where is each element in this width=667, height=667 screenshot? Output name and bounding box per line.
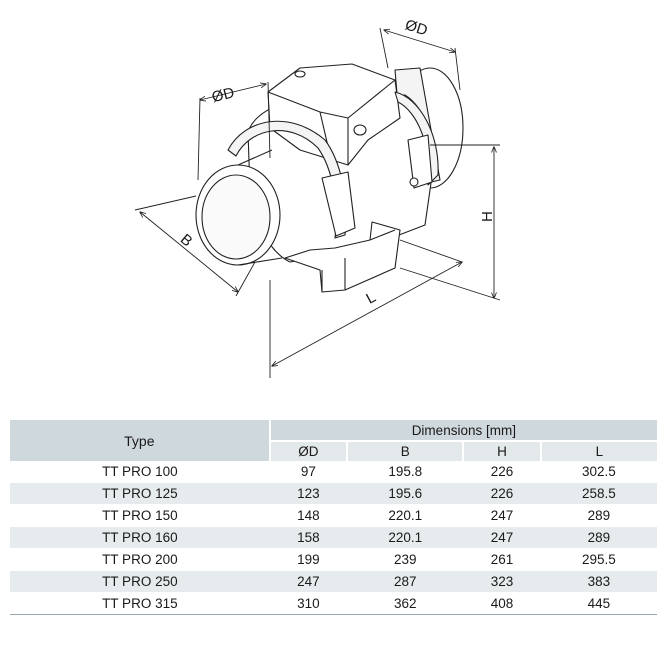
l-dimension [272, 262, 462, 366]
od-top-extension-a [379, 27, 389, 69]
table-row: TT PRO 100 97 195.8 226 302.5 [10, 461, 657, 483]
fan-body [195, 63, 464, 293]
column-header-l: L [540, 441, 657, 461]
od-cell: 123 [269, 482, 348, 505]
table-row: TT PRO 200 199 239 261 295.5 [10, 548, 657, 571]
table-row: TT PRO 250 247 287 323 383 [10, 570, 657, 593]
type-cell: TT PRO 125 [10, 482, 270, 505]
b-cell: 239 [347, 548, 464, 571]
b-cell: 220.1 [347, 526, 464, 549]
h-cell: 261 [463, 548, 541, 571]
od-left-label: ØD [210, 84, 236, 106]
od-left-extension-b [267, 81, 271, 159]
l-label: L [363, 289, 378, 308]
type-cell: TT PRO 160 [10, 526, 270, 549]
od-cell: 310 [269, 592, 348, 615]
h-cell: 226 [463, 461, 541, 483]
od-top-dimension [384, 30, 455, 52]
b-cell: 362 [347, 592, 464, 615]
h-cell: 247 [463, 504, 541, 527]
column-header-od: ØD [269, 441, 349, 461]
od-cell: 199 [269, 548, 348, 571]
l-cell: 445 [540, 592, 657, 615]
front-spigot-inner [201, 174, 271, 260]
od-cell: 97 [269, 461, 348, 483]
b-cell: 287 [347, 570, 464, 593]
front-spigot-sleeve [237, 149, 283, 266]
od-left-extension-a [197, 97, 201, 181]
housing-bolt [409, 177, 419, 187]
l-cell: 383 [540, 570, 657, 593]
dimensions-table: Type Dimensions [mm] ØD B H L TT PRO 100… [10, 420, 657, 615]
l-cell: 302.5 [540, 461, 657, 483]
front-clamp-band [227, 120, 347, 239]
table-row: TT PRO 315 310 362 408 445 [10, 592, 657, 615]
table-row: TT PRO 160 158 220.1 247 289 [10, 526, 657, 549]
b-extension-a [134, 195, 197, 211]
rear-clamp-band [394, 91, 439, 186]
b-extension-b [235, 261, 256, 297]
l-cell: 289 [540, 526, 657, 549]
type-cell: TT PRO 200 [10, 548, 270, 571]
front-clamp-latch [321, 171, 356, 237]
dimension-lines [134, 27, 501, 378]
type-cell: TT PRO 100 [10, 461, 270, 483]
od-left-dimension [200, 84, 266, 100]
od-top-extension-b [454, 47, 461, 91]
od-cell: 247 [269, 570, 348, 593]
l-cell: 289 [540, 504, 657, 527]
column-header-b: B [347, 441, 465, 461]
b-dimension [140, 212, 238, 292]
type-cell: TT PRO 150 [10, 504, 270, 527]
h-cell: 226 [463, 482, 541, 505]
terminal-screw [353, 124, 367, 136]
table-row: TT PRO 125 123 195.6 226 258.5 [10, 482, 657, 505]
b-label: B [177, 231, 196, 250]
l-extension-b [399, 239, 463, 263]
b-cell: 195.6 [347, 482, 464, 505]
fan-dimension-drawing: ØD ØD B L H [134, 16, 501, 378]
type-cell: TT PRO 250 [10, 570, 270, 593]
terminal-screw-small [294, 70, 306, 78]
rear-clamp-latch [407, 134, 433, 189]
h-cell: 247 [463, 526, 541, 549]
h-extension-b [399, 267, 501, 301]
od-cell: 158 [269, 526, 348, 549]
dimensions-group-header: Dimensions [mm] [269, 420, 657, 442]
b-cell: 220.1 [347, 504, 464, 527]
h-label: H [479, 211, 496, 222]
h-cell: 323 [463, 570, 541, 593]
l-cell: 295.5 [540, 548, 657, 571]
l-cell: 258.5 [540, 482, 657, 505]
column-header-h: H [463, 441, 542, 461]
type-cell: TT PRO 315 [10, 592, 270, 615]
od-cell: 148 [269, 504, 348, 527]
h-cell: 408 [463, 592, 541, 615]
table-row: TT PRO 150 148 220.1 247 289 [10, 504, 657, 527]
type-header: Type [10, 420, 271, 461]
od-top-label: ØD [403, 16, 430, 39]
b-cell: 195.8 [347, 461, 464, 483]
